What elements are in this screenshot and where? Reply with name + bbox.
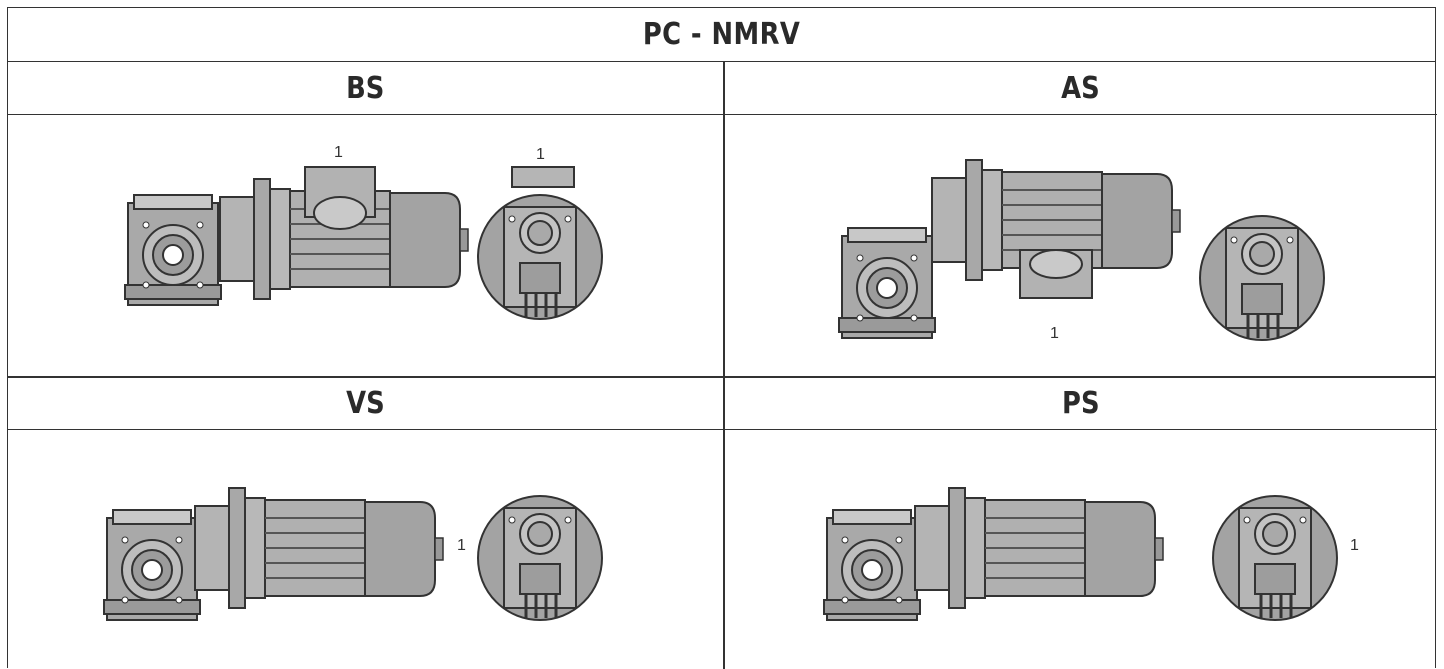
table-title-row: PC - NMRV [8, 8, 1435, 62]
vs-configuration-drawing: 1 [103, 487, 604, 622]
vs-callout-side: 1 [457, 537, 466, 554]
cell-header-as: AS [724, 62, 1437, 115]
as-callout-side: 1 [1050, 325, 1059, 342]
cell-label-as: AS [1061, 70, 1100, 106]
as-configuration-drawing: 1 [838, 159, 1326, 342]
cell-label-vs: VS [346, 385, 385, 421]
column-divider [723, 62, 725, 669]
table-title: PC - NMRV [642, 17, 801, 52]
cell-label-bs: BS [346, 70, 385, 106]
configuration-table: PC - NMRV BS AS VS PS [7, 7, 1437, 669]
cell-header-ps: PS [724, 377, 1437, 430]
bs-callout-side: 1 [334, 144, 343, 161]
bs-configuration-drawing: 1 1 [124, 144, 604, 321]
cell-header-vs: VS [8, 377, 723, 430]
bs-callout-front: 1 [536, 146, 545, 163]
ps-callout-side: 1 [1350, 537, 1359, 554]
ps-configuration-drawing: 1 [823, 487, 1359, 622]
cell-label-ps: PS [1061, 385, 1100, 421]
row-divider [8, 376, 1435, 378]
cell-header-bs: BS [8, 62, 723, 115]
